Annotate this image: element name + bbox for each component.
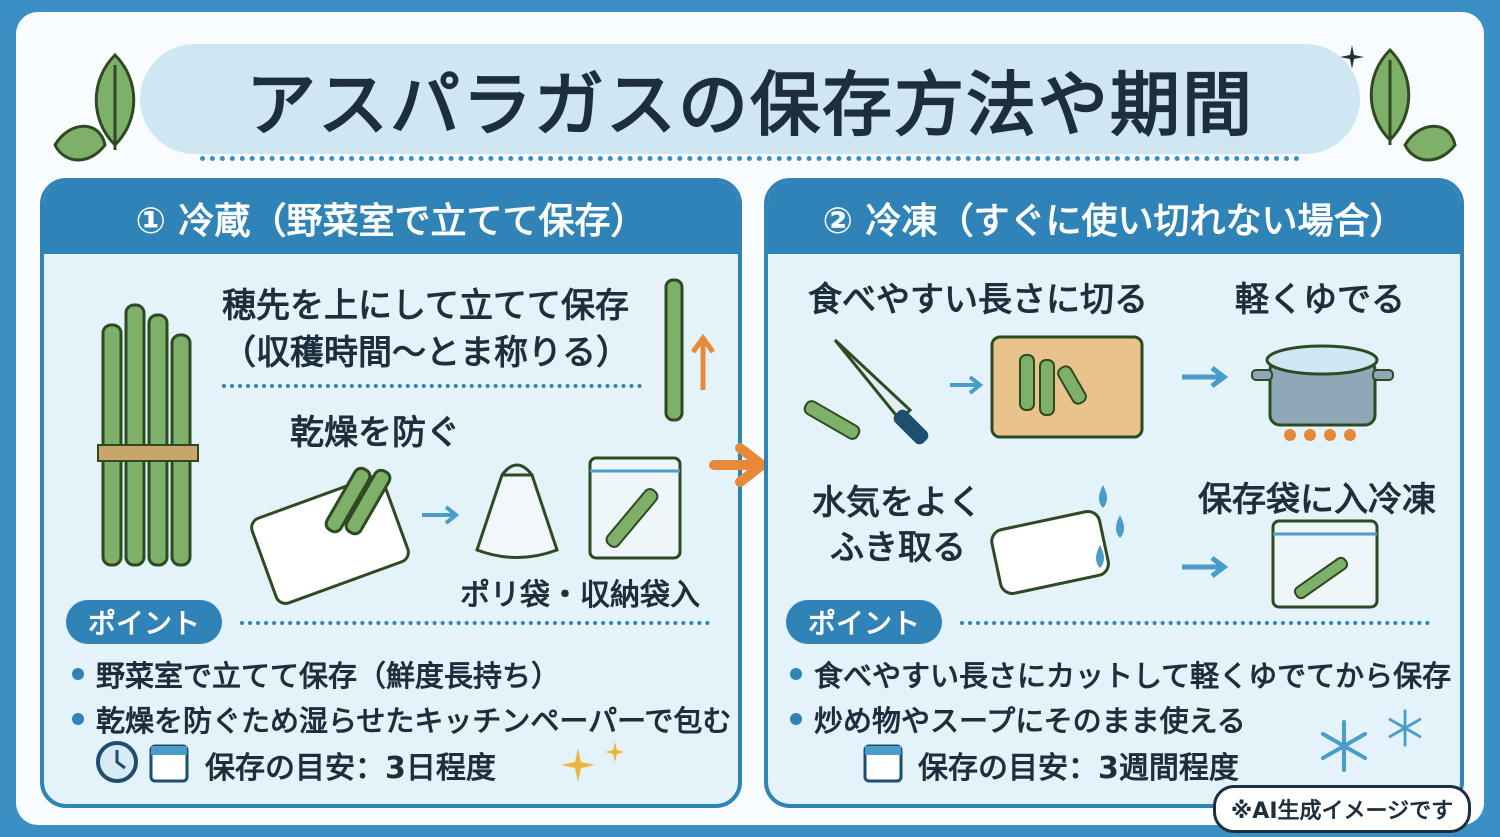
point-divider	[960, 621, 1430, 625]
fridge-tip-2-text: 乾燥を防ぐため湿らせたキッチンペーパーで包む	[96, 704, 732, 738]
point-badge: ポイント	[66, 600, 223, 644]
bullet-icon	[790, 713, 802, 725]
wipe-step-label-2: ふき取る	[830, 528, 966, 568]
freezer-tip-2-text: 炒め物やスープにそのまま使える	[814, 704, 1246, 738]
page-title: アスパラガスの保存方法や期間	[246, 63, 1254, 146]
asparagus-icon	[664, 278, 716, 422]
freeze-step-label: 保存袋に入冷凍	[1198, 480, 1436, 520]
stand-tip-sub-label: （収穫時間〜とま称りる）	[222, 333, 630, 373]
snowflake-icon	[1388, 709, 1422, 747]
zip-bag-icon	[588, 456, 682, 560]
boil-step-label: 軽くゆでる	[1235, 280, 1405, 320]
arrow-icon	[950, 375, 984, 395]
pot-icon	[1251, 344, 1394, 441]
wipe-step-label-1: 水気をよく	[812, 483, 982, 523]
freezer-bag-icon	[1271, 519, 1379, 609]
point-divider	[240, 621, 710, 625]
cut-step-label: 食べやすい長さに切る	[808, 280, 1148, 320]
freezer-guide: 保存の目安：3週間程度	[918, 751, 1239, 786]
snowflake-icon	[1321, 720, 1367, 772]
towel-icon	[990, 485, 1124, 595]
fridge-tip-1-text: 野菜室で立てて保存（鮮度長持ち）	[96, 659, 561, 693]
bullet-icon	[72, 668, 84, 680]
ai-generated-note: ※AI生成イメージです	[1213, 785, 1471, 833]
sparkle-icon	[561, 742, 625, 782]
freezer-panel: ② 冷凍（すぐに使い切れない場合）	[764, 178, 1464, 808]
bag-label: ポリ袋・収納袋入	[460, 578, 700, 613]
freezer-tip-1-text: 食べやすい長さにカットして軽くゆでてから保存	[814, 659, 1452, 693]
section-divider	[222, 384, 642, 388]
freezer-tip-1: 食べやすい長さにカットして軽くゆでてから保存	[790, 653, 1451, 695]
arrow-icon	[422, 505, 460, 525]
cutting-board-icon	[990, 335, 1144, 439]
bullet-icon	[72, 713, 84, 725]
leaf-icon	[94, 52, 136, 150]
arrow-right-icon	[709, 443, 767, 487]
calendar-icon	[863, 744, 903, 783]
arrow-icon	[1182, 366, 1229, 388]
fridge-tip-1: 野菜室で立てて保存（鮮度長持ち）	[72, 653, 560, 695]
fridge-tip-2: 乾燥を防ぐため湿らせたキッチンペーパーで包む	[72, 698, 731, 740]
calendar-icon	[149, 744, 189, 783]
fridge-guide: 保存の目安：3日程度	[205, 751, 496, 786]
stand-tip-label: 穂先を上にして立てて保存	[222, 286, 629, 326]
clock-icon	[96, 741, 138, 783]
knife-icon	[803, 338, 929, 445]
fridge-panel-heading: ① 冷蔵（野菜室で立てて保存）	[44, 182, 738, 254]
plastic-bag-icon	[475, 463, 559, 559]
point-badge: ポイント	[786, 600, 943, 644]
asparagus-bunch-icon	[97, 303, 199, 567]
prevent-drying-label: 乾燥を防ぐ	[290, 413, 460, 453]
bullet-icon	[790, 668, 802, 680]
freezer-tip-2: 炒め物やスープにそのまま使える	[790, 698, 1246, 740]
arrow-icon	[1182, 556, 1229, 578]
freezer-panel-heading: ② 冷凍（すぐに使い切れない場合）	[768, 182, 1460, 254]
leaf-icon	[53, 124, 107, 162]
title-divider	[200, 156, 1300, 161]
sparkle-icon	[1340, 45, 1364, 69]
title-pill	[140, 44, 1360, 154]
leaf-icon	[1403, 124, 1457, 162]
leaf-icon	[1369, 47, 1411, 145]
paper-wrapped-asparagus-icon	[250, 466, 410, 605]
